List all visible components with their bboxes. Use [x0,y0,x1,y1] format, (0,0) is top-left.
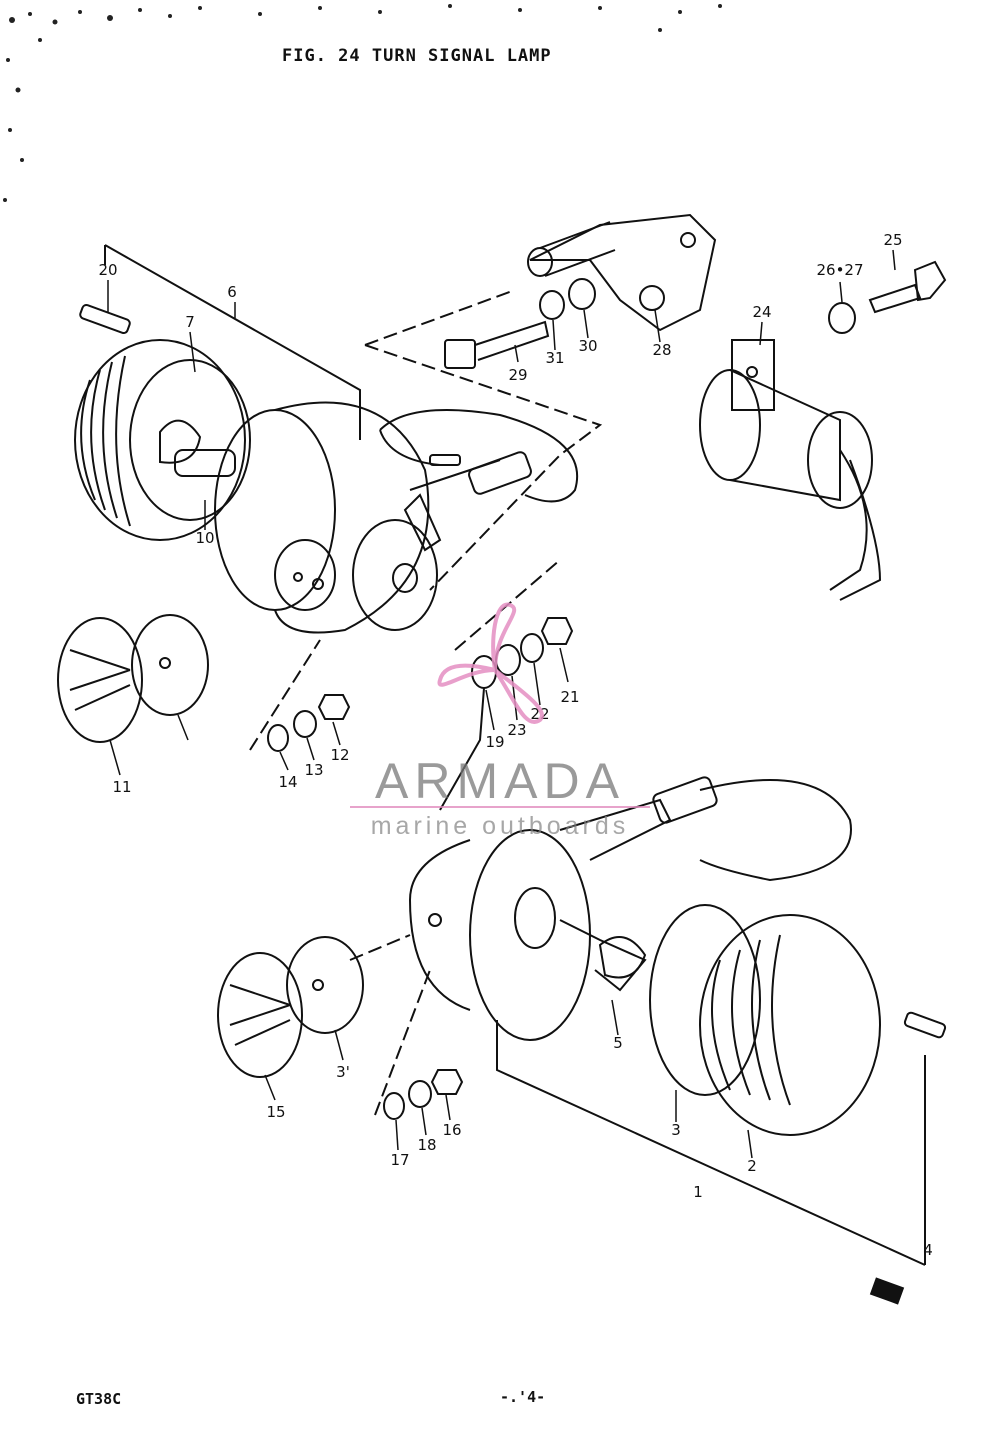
bracket-outline-upper [104,244,603,591]
lower-lamp-housing [408,776,718,1041]
callout-label: 28 [652,341,672,359]
leader-lines [107,249,896,1159]
upper-wire [379,409,579,503]
callout-label: 7 [185,313,195,331]
callout-label: 31 [545,349,565,367]
callout-label: 21 [560,688,580,706]
watermark-divider [350,806,650,808]
callout-label: 10 [195,529,215,547]
reflector-15 [217,934,411,1078]
lower-lamp-rim-3 [649,904,761,1096]
callout-label: 1 [693,1183,703,1201]
washer-25 [828,302,856,334]
callout-label: 2 [747,1157,757,1175]
callout-label: 29 [508,366,528,384]
upper-lamp-bulb [159,419,236,477]
callout-label: 5 [613,1034,623,1052]
watermark-brand: ARMADA [375,753,625,809]
callout-label: 26•27 [816,261,864,279]
scan-noise [3,4,722,202]
relay-23 [699,339,882,601]
upper-lamp-housing [214,401,532,634]
callout-label: 25 [883,231,903,249]
callout-label: 15 [266,1103,286,1121]
bracket-outline-lower [496,1020,926,1266]
bracket-26-27 [527,213,717,332]
lower-lamp-lens-2 [699,914,881,1136]
nuts-12-14 [249,639,351,752]
figure-title: FIG. 24 TURN SIGNAL LAMP [282,46,552,66]
callout-label: 4 [923,1241,933,1259]
callout-label: 3' [336,1063,350,1081]
screw-9 [79,303,131,335]
callout-label: 6 [227,283,237,301]
callout-label: 16 [442,1121,462,1139]
callout-label: 13 [304,761,324,779]
callout-label: 17 [390,1151,410,1169]
watermark-logo [437,602,544,724]
callout-label: 14 [278,773,298,791]
callout-label: 20 [98,261,118,279]
screw-4 [903,1011,947,1039]
callout-label: 23 [507,721,527,739]
watermark-tagline: marine outboards [370,812,630,840]
bracket-outline-dash [364,289,516,346]
upper-lamp-lens [74,339,251,541]
callout-label: 24 [752,303,772,321]
model-code: GT38C [76,1390,122,1408]
callout-label: 18 [417,1136,437,1154]
callout-label: 30 [578,337,598,355]
reflector-11 [57,614,209,743]
lower-lamp-bulb [559,919,647,992]
callout-label: 3 [671,1121,681,1139]
washers-29-30 [539,278,596,320]
bolt-24 [868,260,947,314]
callout-label: 19 [485,733,505,751]
callout-label: 11 [112,778,132,796]
page-number: -.'4- [500,1388,546,1406]
bolt-28 [444,320,550,369]
callout-label: 12 [330,746,350,764]
lower-wire [699,779,852,882]
nuts-16-18 [374,969,464,1120]
